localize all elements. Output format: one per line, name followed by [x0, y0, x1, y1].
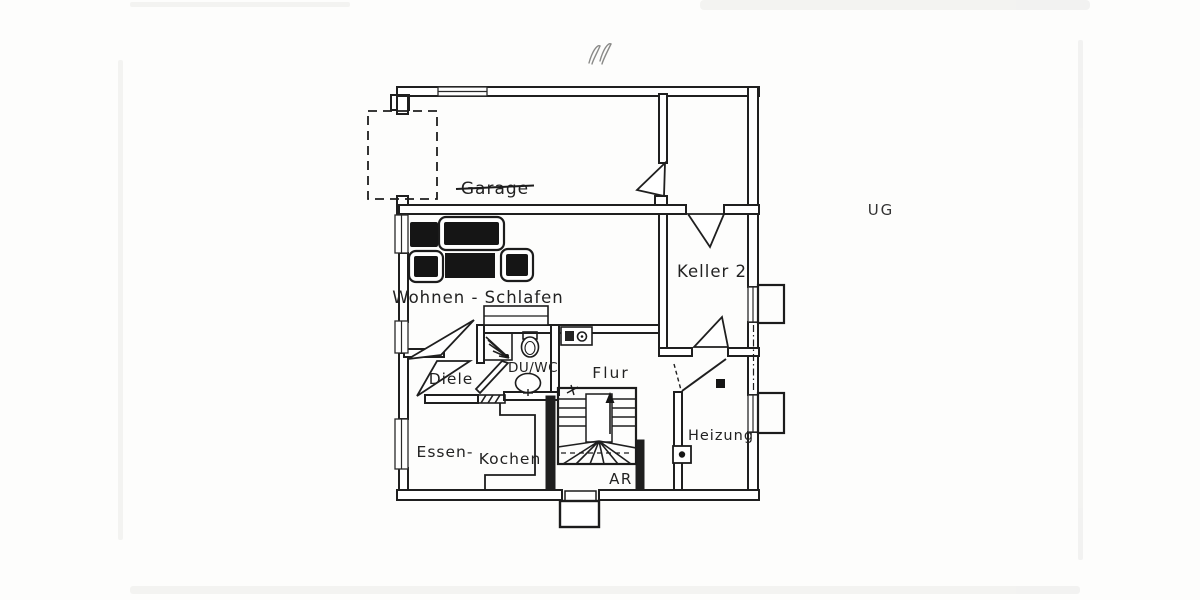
- doors: [407, 160, 730, 397]
- door-diele-wohnen: [407, 319, 475, 360]
- toilet-icon: [520, 331, 540, 358]
- light-well-keller2: [756, 283, 786, 325]
- flue-icon: [672, 445, 692, 464]
- rear-exit-steps: [558, 490, 601, 529]
- bed: [437, 215, 506, 252]
- heizung-label: Heizung: [688, 428, 754, 444]
- essen-label: Essen-: [417, 443, 474, 461]
- garage-strikethrough: [455, 184, 535, 190]
- pen-squiggle-mark: [588, 43, 612, 65]
- window-right-keller2: [747, 286, 759, 323]
- keller2-label: Keller 2: [677, 262, 747, 281]
- door-heizung: [673, 358, 727, 392]
- du-wc-label: DU/WC: [508, 360, 558, 376]
- diele-label: Diele: [429, 370, 474, 388]
- room-labels: Garage Wohnen - Schlafen Keller 2 Diele …: [392, 179, 895, 488]
- door-keller2-top: [686, 213, 726, 249]
- washbasin-icon: [514, 372, 542, 396]
- garage-dashed-outline: [367, 110, 438, 200]
- chair-left: [407, 249, 445, 284]
- door-garage-anteroom: [635, 160, 666, 198]
- table: [445, 253, 495, 278]
- light-wells: [752, 283, 786, 435]
- interior-walls: [398, 93, 760, 491]
- sideboard: [483, 305, 549, 326]
- stair-entry-tick: [566, 384, 579, 396]
- chair-right: [499, 247, 535, 283]
- kitchen-counter: [484, 403, 536, 490]
- scan-artifacts: [118, 0, 1090, 594]
- sanitary-fixtures: [483, 326, 593, 396]
- kochen-label: Kochen: [479, 450, 542, 468]
- cabinet: [410, 222, 438, 247]
- door-diele-kueche: [416, 360, 473, 397]
- window-left-wohnen: [394, 214, 409, 254]
- flur-label: Flur: [592, 364, 629, 382]
- threshold-hatch: [477, 394, 506, 404]
- exterior-walls: [390, 86, 760, 501]
- window-left-diele: [394, 320, 409, 354]
- garage-label: Garage: [461, 179, 529, 199]
- wohnen-schlafen-label: Wohnen - Schlafen: [392, 288, 564, 307]
- shower-icon: [483, 332, 513, 361]
- staircase: [556, 384, 638, 466]
- label-garage: Garage: [455, 179, 535, 199]
- window-right-heizung: [747, 394, 759, 433]
- ar-label: AR: [609, 470, 633, 488]
- windows: [394, 86, 759, 470]
- floor-code-label: UG: [868, 201, 895, 219]
- vanity-unit: [560, 326, 593, 346]
- stair-up-arrow-icon: [605, 392, 615, 434]
- furniture-wohnen-schlafen: [407, 215, 549, 326]
- door-duwc: [474, 359, 510, 395]
- door-keller2-bottom: [691, 315, 730, 348]
- window-top: [437, 86, 488, 97]
- light-well-heizung: [756, 391, 786, 435]
- window-left-kueche: [394, 418, 409, 470]
